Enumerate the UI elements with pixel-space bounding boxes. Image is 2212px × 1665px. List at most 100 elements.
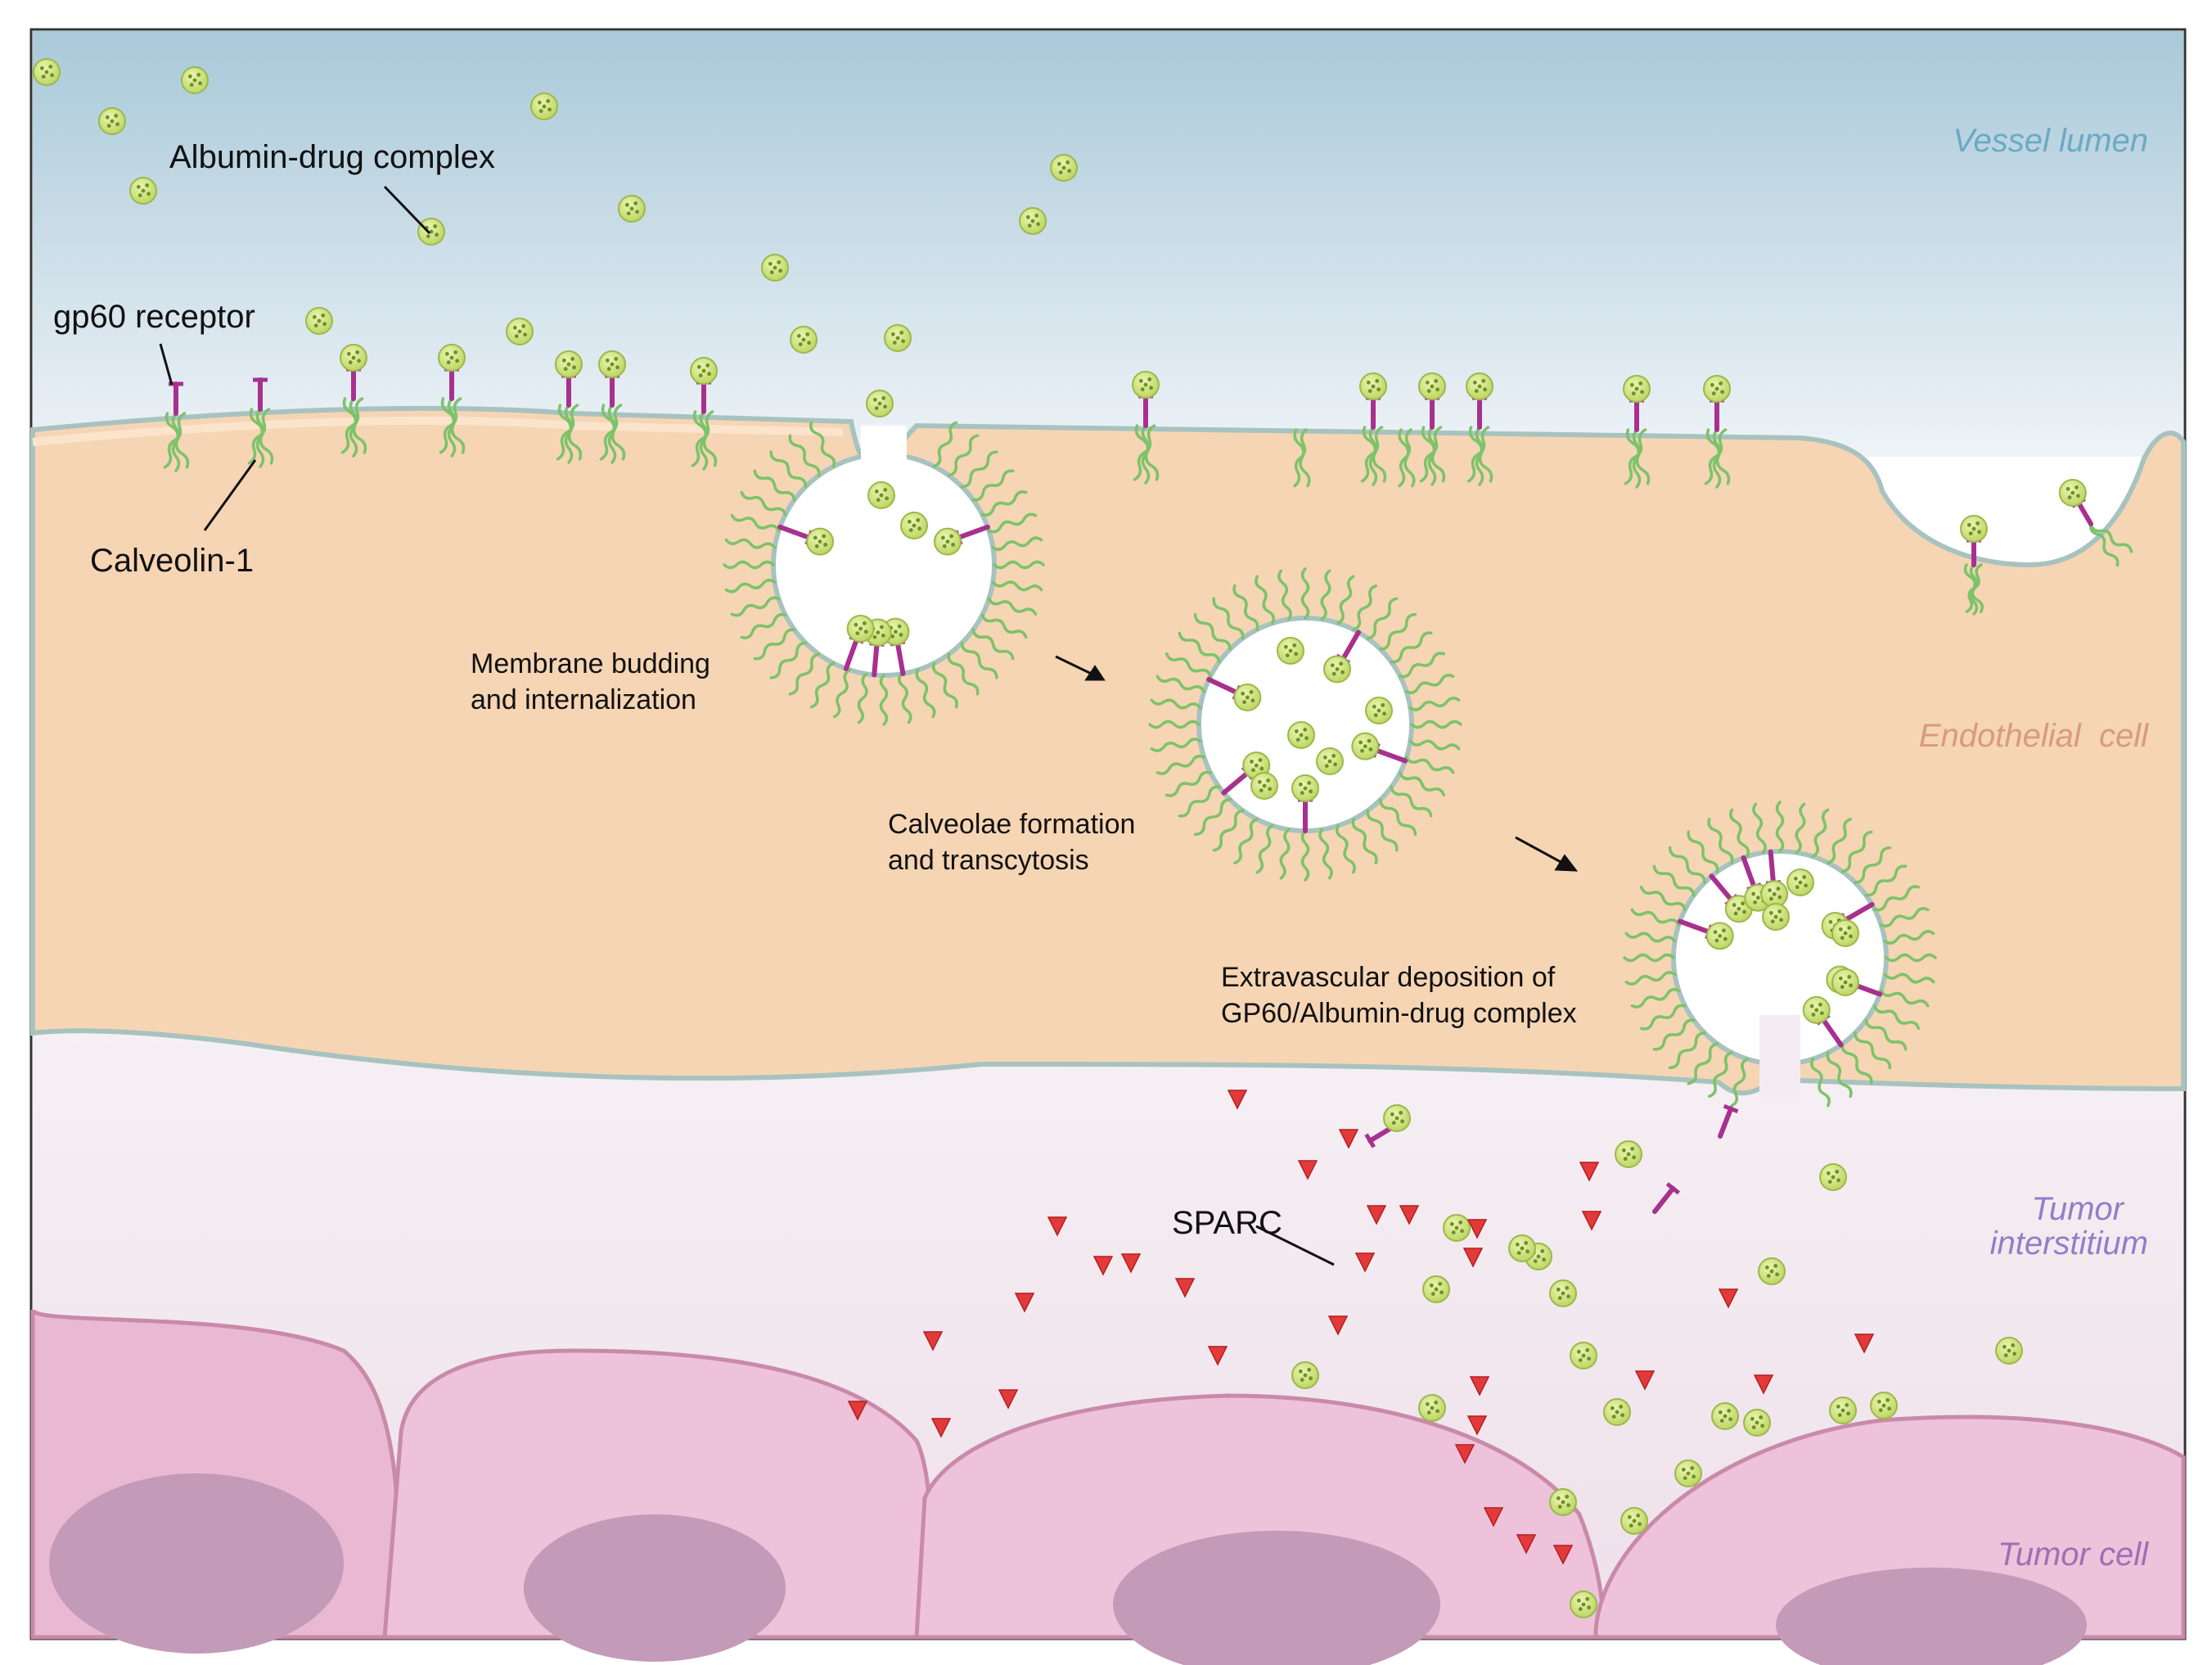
drug-dot (1294, 652, 1298, 657)
calveolin-strand (1419, 426, 1443, 483)
drug-dot (512, 325, 517, 330)
albumin-drug-complex (1019, 207, 1047, 235)
tumor-nucleus (49, 1473, 344, 1654)
drug-dot (196, 73, 201, 77)
albumin-drug-complex (846, 614, 875, 643)
arrowhead-step1 (1084, 665, 1106, 681)
drug-dot (1309, 789, 1313, 794)
calveolin-strand (1255, 575, 1275, 625)
drug-dot (823, 542, 827, 547)
drug-dot (1454, 1225, 1459, 1230)
albumin-drug-complex (1549, 1279, 1577, 1307)
sparc-protein (1718, 1288, 1739, 1309)
drug-dot (114, 114, 119, 118)
drug-dot (1375, 379, 1380, 383)
drug-dot (805, 332, 810, 336)
drug-dot (1798, 880, 1803, 885)
drug-dot (610, 362, 615, 367)
drug-dot (1360, 748, 1364, 753)
calveolin-strand (788, 434, 821, 477)
sparc-protein (1516, 1534, 1537, 1554)
drug-dot (1299, 733, 1304, 738)
drug-dot (1259, 788, 1264, 793)
drug-dot (814, 544, 819, 548)
drug-dot (1638, 1522, 1642, 1527)
sparc-protein (922, 1331, 944, 1351)
drug-dot (538, 109, 543, 114)
drug-dot (1561, 1500, 1566, 1505)
calveolin-strand (1410, 720, 1462, 729)
albumin-drug-complex (530, 92, 558, 120)
calveolin-strand (1475, 426, 1484, 486)
drug-dot (1818, 1002, 1822, 1007)
calveolin-strand (1752, 802, 1767, 855)
calveolin-strand (1864, 864, 1908, 897)
calveolin-strand (1639, 1004, 1687, 1031)
drug-dot (563, 367, 568, 372)
drug-dot (1565, 1495, 1570, 1499)
drug-dot (1773, 1264, 1778, 1268)
drug-dot (1399, 1111, 1403, 1115)
drug-dot (1368, 747, 1373, 751)
sparc-protein (1552, 1545, 1574, 1565)
drug-dot (892, 341, 897, 345)
drug-dot (192, 78, 197, 83)
drug-dot (1835, 1170, 1840, 1174)
drug-dot (1483, 387, 1487, 392)
albumin-drug-complex (98, 107, 126, 135)
calveolin-strand (879, 674, 889, 726)
gp60-receptor (1718, 1106, 1734, 1139)
albumin-drug-complex (181, 66, 209, 94)
drug-dot (453, 350, 458, 354)
calveolin-strand (699, 410, 709, 471)
calveolin-strand (1827, 817, 1853, 864)
drug-dot (1847, 975, 1852, 979)
gp60-receptor (1206, 677, 1240, 696)
albumin-drug-complex (1743, 1409, 1771, 1437)
drug-dot (1435, 387, 1439, 392)
calveolin-strand (340, 397, 364, 454)
drug-dot (312, 314, 317, 319)
drug-dot (1373, 713, 1378, 718)
calveolin-strand (1150, 738, 1202, 752)
drug-dot (39, 65, 44, 70)
drug-dot (901, 339, 905, 344)
calveolin-strand (987, 597, 1038, 616)
drug-dot (1631, 391, 1636, 396)
calveolin-strand (1390, 785, 1433, 818)
albumin-drug-complex (1603, 1398, 1631, 1426)
calveolin-strand (1965, 563, 1983, 614)
gp60-receptor (2075, 500, 2093, 526)
calveolin-strand (1379, 798, 1417, 837)
drug-dot (348, 360, 353, 365)
calveolin-strand (1360, 426, 1384, 483)
calveolin-strand (947, 652, 980, 696)
drug-dot (1840, 985, 1845, 990)
albumin-drug-complex (900, 512, 928, 539)
calveolin-strand (1639, 885, 1687, 911)
drug-dot (894, 629, 898, 634)
drug-dot (1307, 1368, 1312, 1372)
drug-dot (1719, 381, 1723, 386)
drug-dot (1690, 1466, 1695, 1470)
drug-dot (1298, 782, 1303, 787)
calveolin-strand (991, 580, 1043, 592)
calveolin-strand (1178, 785, 1221, 818)
drug-dot (1425, 1401, 1430, 1406)
drug-dot (1881, 1403, 1886, 1408)
calveolin-strand (1712, 428, 1722, 489)
drug-dot (1587, 1605, 1591, 1610)
drug-dot (570, 357, 575, 361)
drug-dot (433, 224, 438, 228)
drug-dot (1303, 728, 1308, 732)
drug-dot (546, 99, 551, 103)
drug-dot (1968, 531, 1973, 536)
drug-dot (1259, 766, 1264, 771)
drug-dot (1831, 1175, 1836, 1180)
calveolin-strand (1775, 801, 1785, 853)
gp60-receptor-head (1723, 1103, 1739, 1114)
drug-dot (1849, 934, 1853, 939)
drug-dot (1971, 526, 1976, 531)
drug-dot (1845, 1403, 1849, 1407)
drug-dot (1472, 380, 1477, 385)
